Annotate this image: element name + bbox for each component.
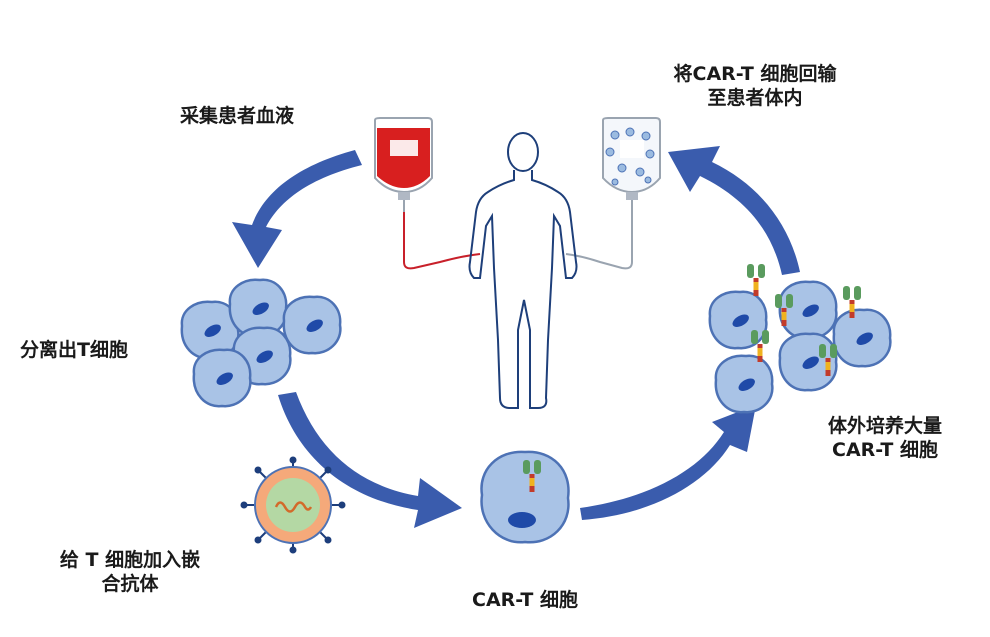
label-add-antibody-line2: 合抗体: [101, 573, 159, 595]
car-t-cell: [778, 280, 838, 340]
arrow-isolate-to-cart: [278, 392, 462, 528]
label-car-t-cell: CAR-T 细胞: [472, 589, 578, 611]
t-cells-cluster: [180, 278, 342, 408]
label-expand-line2: CAR-T 细胞: [832, 439, 938, 461]
car-t-cell-icon: [480, 450, 570, 544]
t-cell: [282, 295, 342, 355]
patient-body-icon: [468, 132, 578, 409]
label-collect-blood: 采集患者血液: [180, 105, 295, 127]
car-t-cell: [714, 354, 774, 414]
label-infuse: 将CAR-T 细胞回输 至患者体内: [660, 62, 850, 110]
label-expand-line1: 体外培养大量: [827, 415, 942, 437]
label-isolate-t-cells: 分离出T细胞: [20, 339, 128, 361]
label-infuse-line2: 至患者体内: [707, 87, 803, 109]
label-add-antibody-line1: 给 T 细胞加入嵌: [59, 549, 201, 571]
car-receptor-icon: [747, 264, 765, 296]
label-add-antibody: 给 T 细胞加入嵌 合抗体: [40, 548, 220, 596]
label-expand: 体外培养大量 CAR-T 细胞: [800, 414, 970, 462]
cart-infusion-bag-icon: [565, 117, 661, 270]
viral-vector-icon: [240, 456, 346, 554]
car-t-cell: [832, 308, 892, 368]
arrow-collect-to-isolate: [232, 150, 362, 268]
arrow-cart-to-expand: [580, 405, 756, 520]
label-infuse-line1: 将CAR-T 细胞回输: [673, 63, 837, 85]
expanded-car-t-cells: [708, 264, 892, 414]
arrow-expand-to-infuse: [668, 146, 800, 275]
blood-bag-icon: [374, 117, 481, 270]
t-cell: [192, 348, 252, 408]
